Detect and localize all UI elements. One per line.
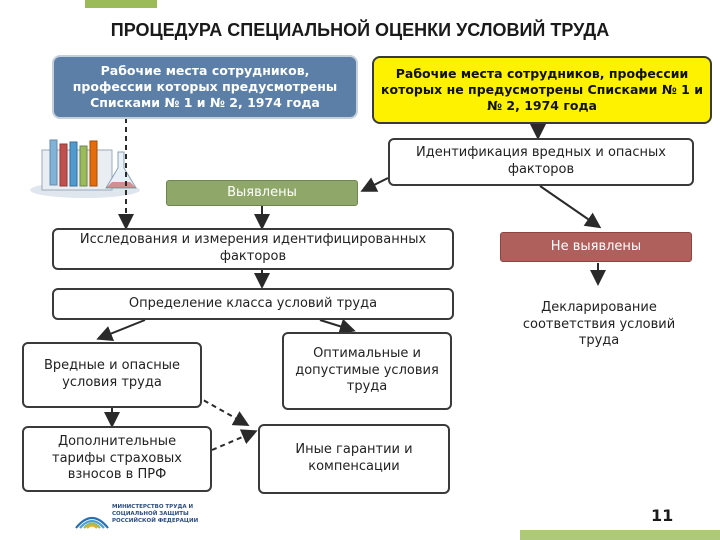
box-lists-yes: Рабочие места сотрудников, профессии кот… <box>52 55 358 119</box>
box-tariffs: Дополнительные тарифы страховых взносов … <box>22 426 212 492</box>
box-not-found: Не выявлены <box>500 232 692 262</box>
box-research: Исследования и измерения идентифицирован… <box>52 228 454 270</box>
box-found: Выявлены <box>166 180 358 206</box>
arrow-identification-to-found <box>360 177 389 192</box>
ministry-logo-text: МИНИСТЕРСТВО ТРУДА И СОЦИАЛЬНОЙ ЗАЩИТЫ Р… <box>112 504 199 525</box>
arrow-tariffs-to-guarantees <box>211 429 258 451</box>
arrow-harmful-to-guarantees <box>195 395 250 426</box>
page-title: ПРОЦЕДУРА СПЕЦИАЛЬНОЙ ОЦЕНКИ УСЛОВИЙ ТРУ… <box>110 20 610 40</box>
box-optimal: Оптимальные и допустимые условия труда <box>282 332 452 410</box>
box-declaration: Декларирование соответствия условий труд… <box>503 290 695 360</box>
lab-flasks-icon <box>30 139 140 198</box>
top-accent-bar <box>85 0 157 8</box>
box-harmful: Вредные и опасные условия труда <box>22 342 202 408</box>
bottom-accent-bar <box>520 530 720 540</box>
box-class: Определение класса условий труда <box>52 288 454 320</box>
box-guarantees: Иные гарантии и компенсации <box>258 424 450 494</box>
box-identification: Идентификация вредных и опасных факторов <box>388 138 694 186</box>
arrow-class-to-harmful <box>96 319 146 341</box>
page-number: 11 <box>651 506 674 525</box>
arrow-identification-to-not-found <box>539 185 602 229</box>
box-lists-no: Рабочие места сотрудников, профессии кот… <box>372 56 712 124</box>
arrow-class-to-optimal <box>319 318 356 335</box>
ministry-logo-icon <box>75 516 109 529</box>
